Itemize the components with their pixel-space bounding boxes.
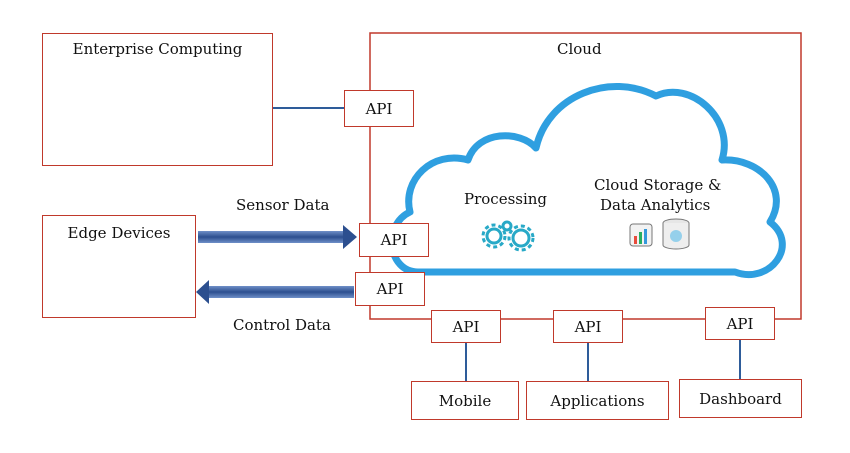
control-data-label: Control Data	[233, 316, 331, 334]
api-box-control: API	[355, 272, 425, 306]
sensor-data-label: Sensor Data	[236, 196, 330, 214]
edge-devices-box: Edge Devices	[42, 215, 196, 318]
api-box-dashboard: API	[705, 307, 775, 340]
control-data-arrow	[196, 280, 354, 304]
applications-box: Applications	[526, 381, 669, 420]
enterprise-computing-title: Enterprise Computing	[72, 40, 243, 58]
storage-label-line1: Cloud Storage &	[594, 176, 722, 194]
storage-label-line2: Data Analytics	[600, 196, 711, 214]
edge-devices-title: Edge Devices	[67, 224, 171, 242]
api-box-mobile: API	[431, 310, 501, 343]
enterprise-computing-box: Enterprise Computing	[42, 33, 273, 166]
api-box-enterprise: API	[344, 90, 414, 127]
mobile-box: Mobile	[411, 381, 519, 420]
gears-icon	[481, 220, 535, 252]
database-icon	[629, 218, 690, 250]
processing-label: Processing	[464, 190, 548, 208]
cloud-title: Cloud	[557, 40, 602, 58]
api-box-applications: API	[553, 310, 623, 343]
sensor-data-arrow	[198, 225, 357, 249]
dashboard-box: Dashboard	[679, 379, 802, 418]
api-box-sensor: API	[359, 223, 429, 257]
